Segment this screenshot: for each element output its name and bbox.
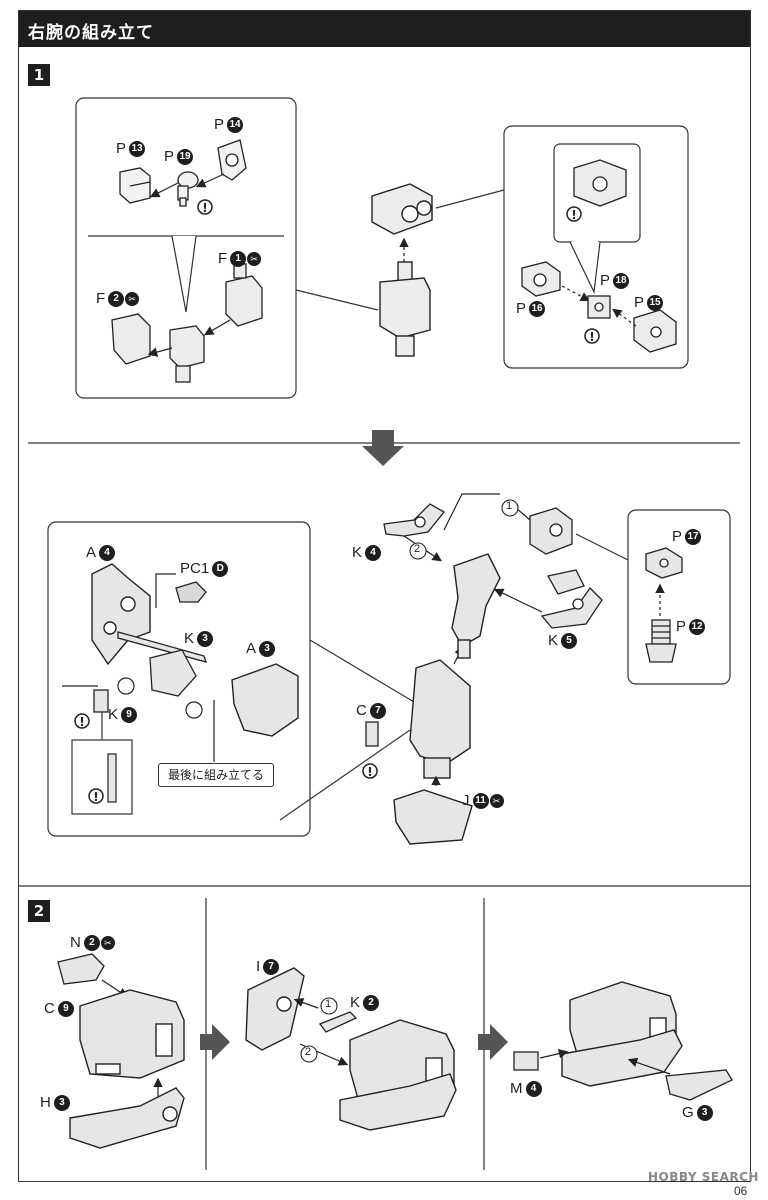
part-upper-arm [379,261,431,357]
page-number: 06 [734,1184,748,1198]
part-p19 [177,171,199,207]
part-k9 [93,689,109,713]
part-p17 [645,547,683,579]
callout-box-p17 [627,509,731,685]
part-n2 [57,953,105,985]
svg-text:!: ! [367,765,372,779]
svg-text:!: ! [79,715,84,729]
watermark: HOBBY SEARCH [648,1170,759,1184]
part-k2 [318,1011,358,1033]
right-arrow-icon [200,1024,230,1060]
part-f2 [111,313,151,365]
part-shoulder-joint [169,325,205,383]
callout-box-right [503,125,689,369]
part-j11 [393,789,473,845]
down-arrow-icon [362,430,404,466]
part-c9 [79,989,185,1079]
part-a3 [231,663,299,737]
step-badge-1: 1 [28,64,50,86]
part-elbow [451,553,501,659]
step-badge-2: 2 [28,900,50,922]
sequence-2-step2: 2 [305,1046,312,1058]
svg-text:!: ! [589,330,594,344]
svg-text:!: ! [202,201,207,215]
part-shoulder-cap [371,183,433,235]
part-pc1 [175,581,207,603]
callout-box-left [75,97,297,399]
page-frame [18,10,751,1182]
part-p13 [119,167,151,204]
part-p12 [645,619,677,663]
part-p14 [217,139,247,181]
header-bar [19,11,750,47]
part-forearm-clip [149,649,197,697]
sequence-1-step2: 1 [325,998,332,1010]
nipper-icon: ✂ [489,794,504,809]
nipper-icon: ✂ [247,252,262,267]
part-bracket [547,569,585,595]
sequence-2: 2 [414,543,421,555]
part-forearm [409,659,471,779]
svg-text:!: ! [571,208,576,222]
assemble-last-note: 最後に組み立てる [158,763,274,787]
part-m4 [513,1051,539,1071]
right-arrow-icon-2 [478,1024,508,1060]
page-title: 右腕の組み立て [28,23,154,43]
part-upper-arm-block [339,1019,457,1131]
sequence-1: 1 [506,500,513,512]
part-g3 [665,1069,733,1101]
part-p15 [633,309,677,353]
part-i7 [245,967,305,1051]
part-h3 [69,1087,185,1149]
part-k5 [540,586,603,629]
part-finished-shoulder [561,981,683,1087]
part-elbow-cap [529,507,573,555]
callout-box-forearm [47,521,311,837]
part-k4 [383,503,445,537]
nipper-icon: ✂ [125,292,140,307]
part-p16 [521,261,561,297]
part-f1 [225,263,263,327]
part-p18 [587,295,611,319]
part-c7 [365,721,379,747]
part-a4 [91,563,151,666]
nipper-icon: ✂ [100,936,115,951]
svg-text:!: ! [93,790,98,804]
